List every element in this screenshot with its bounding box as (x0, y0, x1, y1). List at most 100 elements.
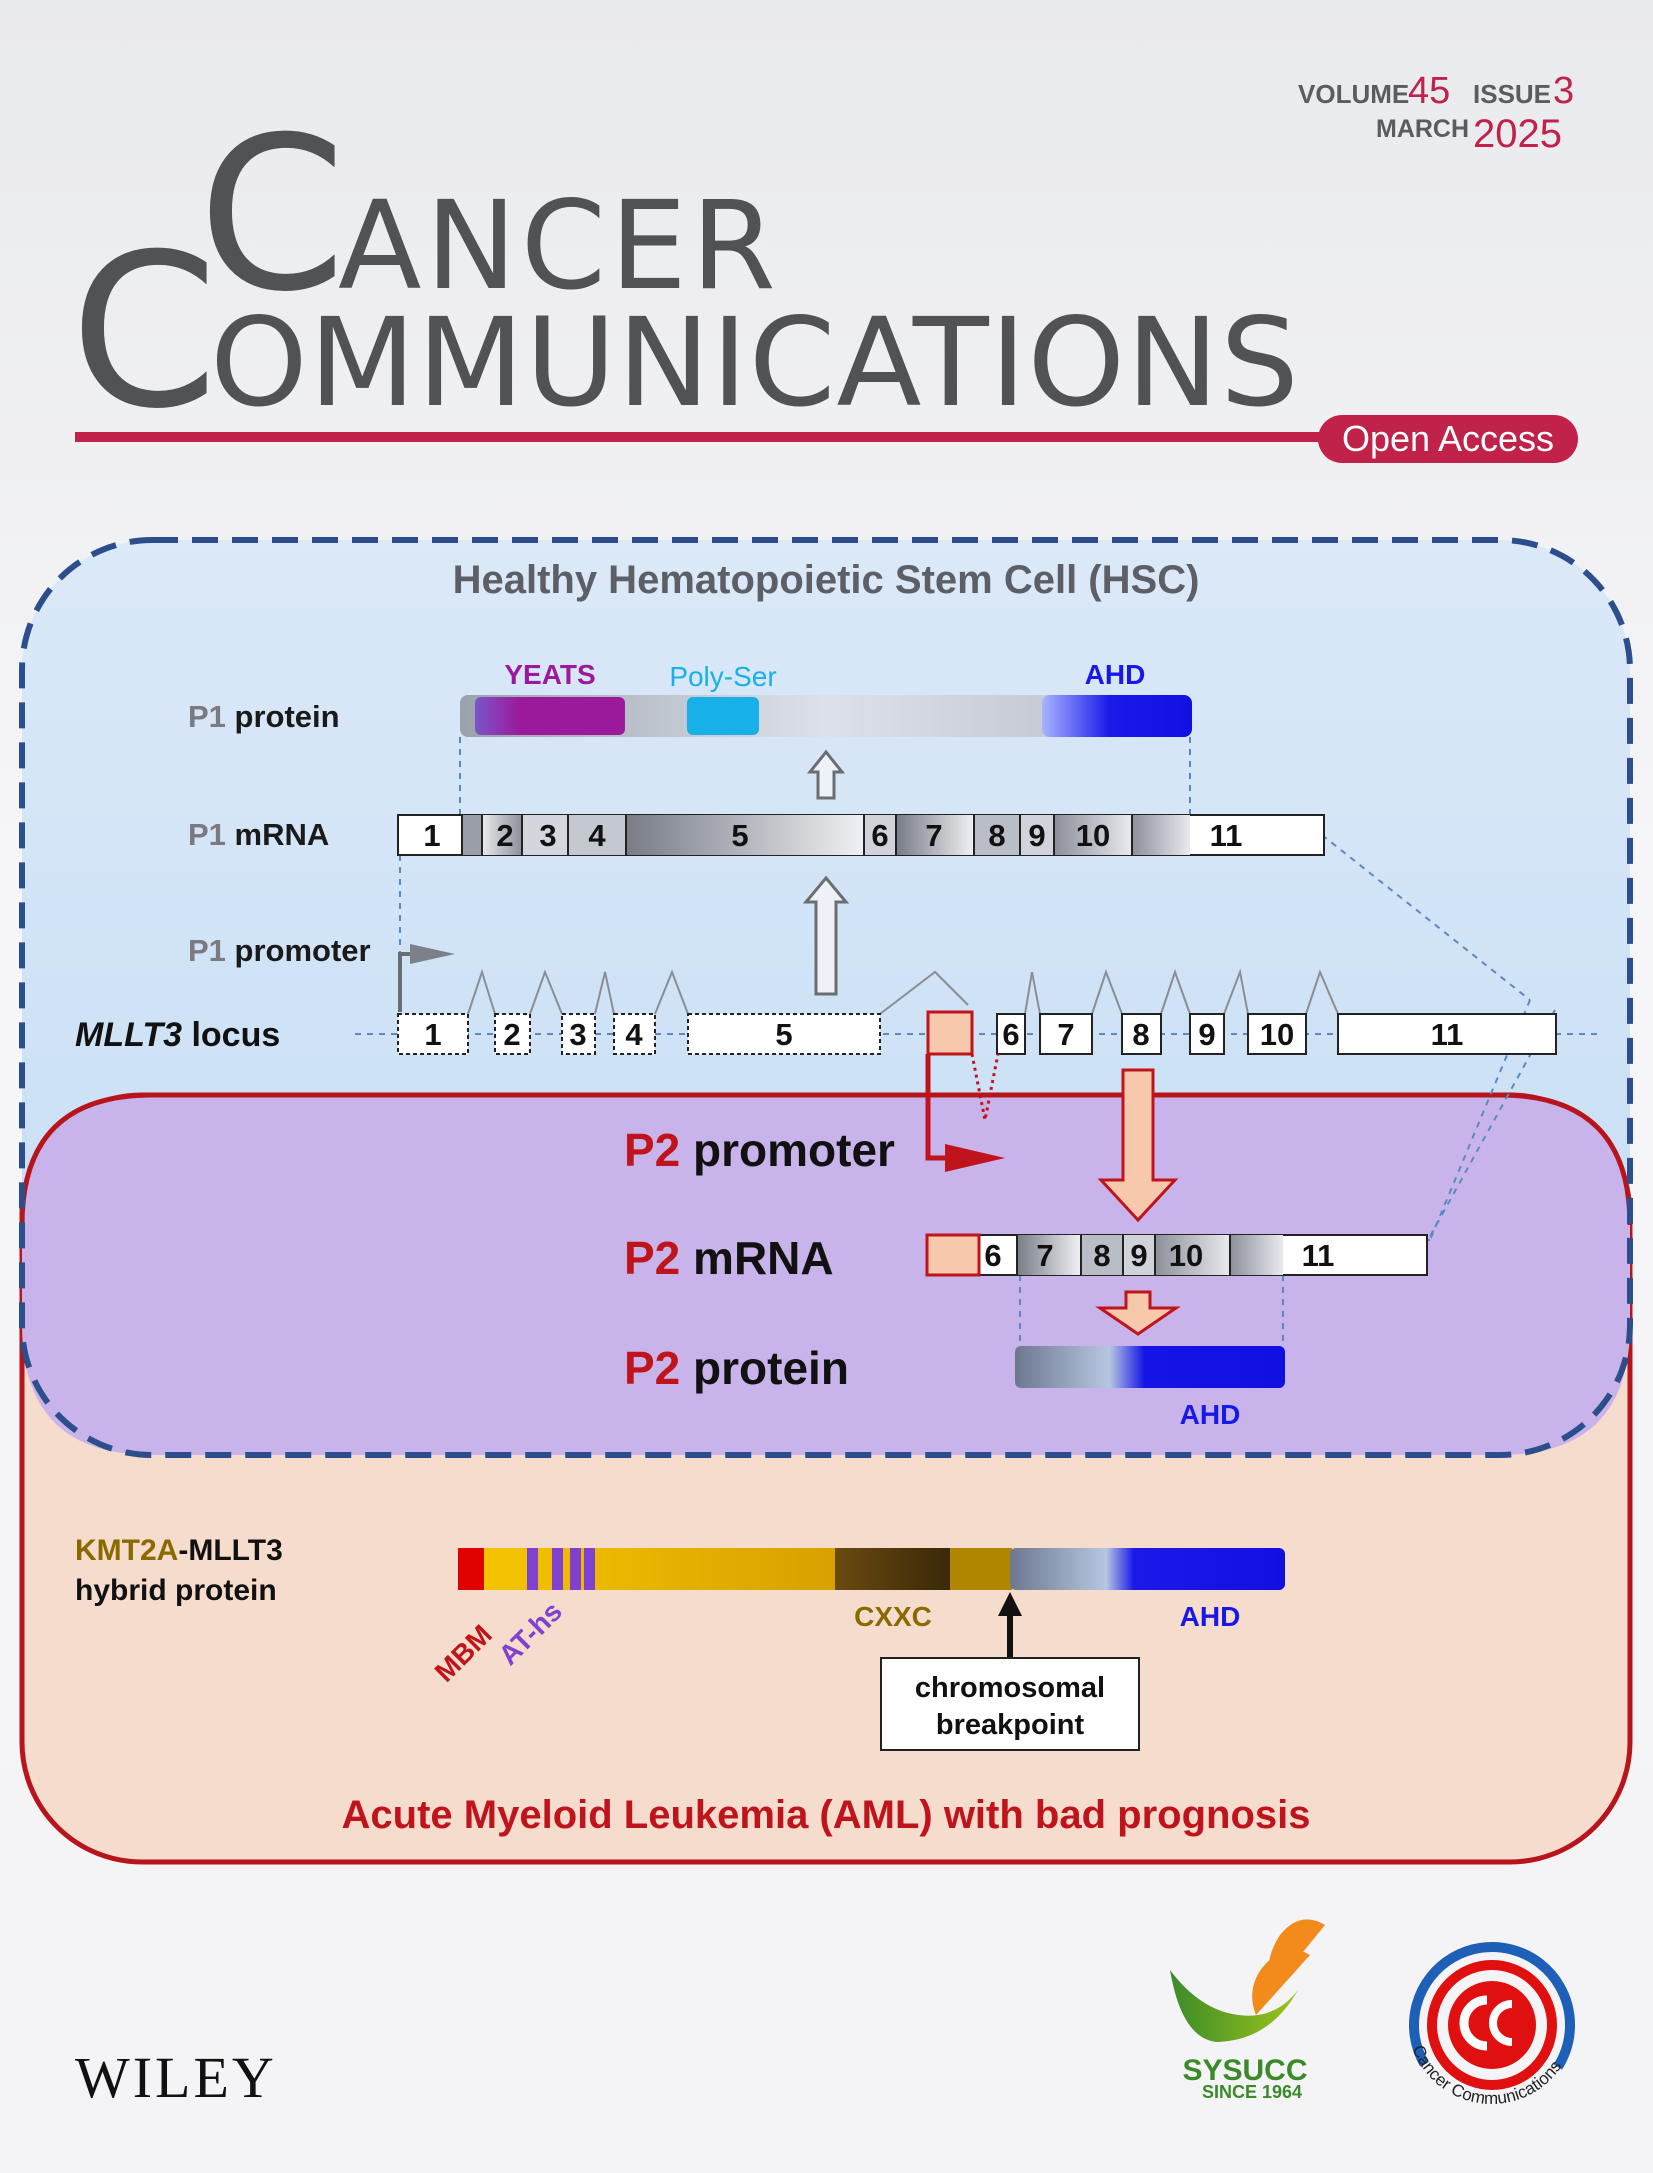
cc-letter-1 (1459, 1995, 1488, 2051)
title-rule (75, 432, 1335, 442)
locus-exon: 1 (424, 1017, 441, 1052)
open-access-label: Open Access (1342, 418, 1554, 459)
p1-mrna-exon10b-fill (1132, 815, 1190, 855)
p1-mrna-exon-labels: 1 2 3 4 5 6 7 8 9 10 11 (423, 818, 1242, 853)
hybrid-protein-label-line2: hybrid protein (75, 1574, 277, 1607)
ahd-label-aml: AHD (1180, 1601, 1241, 1632)
volume-number: 45 (1408, 70, 1450, 112)
locus-exon: 8 (1132, 1017, 1149, 1052)
cxxc-domain (835, 1548, 950, 1590)
p2-mrna-exon: 9 (1130, 1238, 1147, 1273)
p2-mrna-exon-labels: 6 7 8 9 10 11 (984, 1238, 1334, 1273)
sysucc-flame-2 (1252, 1949, 1310, 2015)
p1-mrna: 1 2 3 4 5 6 7 8 9 10 11 (397, 814, 1325, 856)
issue-number: 3 (1553, 70, 1574, 112)
issue-label: ISSUE (1473, 79, 1551, 109)
cc-letter-2 (1489, 2000, 1513, 2046)
locus-exon: 5 (775, 1017, 792, 1052)
year: 2025 (1473, 112, 1562, 156)
volume-label: VOLUME (1298, 79, 1409, 109)
p2-mrna-dividers (1016, 1235, 1231, 1275)
kmt2a-tail (950, 1548, 1012, 1590)
aml-title: Acute Myeloid Leukemia (AML) with bad pr… (342, 1793, 1311, 1837)
p1-mrna-exon10-fill (1054, 815, 1132, 855)
p1-mrna-exon: 8 (988, 818, 1005, 853)
p1-protein-bar (460, 695, 1190, 737)
p2-mrna-exon9-fill (1123, 1235, 1155, 1275)
p2-promoter-line (925, 1054, 950, 1161)
p1-mrna-exon: 2 (496, 818, 513, 853)
p2-promoter-label: P2 promoter (624, 1124, 895, 1176)
locus-exon-boxes (397, 1013, 881, 1055)
locus-exons: 1 2 3 4 5 6 7 8 9 10 11 (397, 1010, 1557, 1056)
p2-mrna: 6 7 8 9 10 11 (925, 1233, 1428, 1277)
p1-promoter-arrowhead (410, 944, 455, 964)
p2-ahd-label: AHD (1180, 1399, 1241, 1430)
p2-splice (970, 1053, 1000, 1121)
yeats-domain (475, 697, 625, 735)
locus-exon-boxes-solid (996, 1013, 1557, 1055)
p2-mrna-exon10-fill (1155, 1235, 1230, 1275)
p2-transcription-arrow (1097, 1068, 1179, 1223)
breakpoint-arrowhead (998, 1592, 1022, 1616)
p2-mrna-exon: 11 (1302, 1238, 1335, 1273)
p1-mrna-exon6-fill (864, 815, 896, 855)
p1-mrna-exon: 7 (925, 818, 942, 853)
month: MARCH (1376, 115, 1469, 143)
p1-mrna-exon: 4 (588, 818, 606, 853)
connector-lines (399, 737, 1556, 1345)
polyser-label: Poly-Ser (669, 661, 776, 692)
translation-arrow-small (806, 749, 846, 800)
breakpoint-box (880, 1657, 1140, 1751)
p1-mrna-exon9-fill (1020, 815, 1054, 855)
p1-mrna-exon: 6 (871, 818, 888, 853)
at-hook (527, 1548, 538, 1590)
at-hook (584, 1548, 595, 1590)
ahd-label-p1: AHD (1085, 659, 1146, 690)
open-access-badge (1318, 415, 1578, 463)
title-cancer-rest: ANCER (338, 175, 780, 317)
p1-mrna-exon5-fill (626, 815, 864, 855)
cc-logo: Cancer Communications (1409, 1942, 1575, 2108)
p2-mrna-alt-exon (925, 1233, 981, 1277)
locus-exon: 6 (1002, 1017, 1019, 1052)
title-communications-rest: OMMUNICATIONS (210, 292, 1300, 434)
transcription-arrow (802, 875, 850, 996)
p1-protein-label: P1 protein (188, 699, 340, 734)
p2-mrna-exon: 7 (1036, 1238, 1053, 1273)
p1-mrna-exon4-fill (568, 815, 626, 855)
sysucc-leaf (1170, 1970, 1298, 2042)
p2-mrna-exon8-fill (1081, 1235, 1123, 1275)
masthead: VOLUME 45 ISSUE 3 MARCH 2025 C ANCER C O… (70, 70, 1578, 463)
hsc-title: Healthy Hematopoietic Stem Cell (HSC) (453, 558, 1200, 602)
p1-mrna-shade-a (462, 815, 482, 855)
title-communications-initial: C (70, 208, 218, 455)
at-hook (570, 1548, 581, 1590)
p1-mrna-exon: 11 (1210, 818, 1243, 853)
hybrid-protein-label: KMT2A-MLLT3 (75, 1534, 283, 1567)
locus-exon: 2 (503, 1017, 520, 1052)
p2-mrna-exon: 8 (1093, 1238, 1110, 1273)
locus-exon: 7 (1057, 1017, 1074, 1052)
p1-promoter-label: P1 promoter (188, 933, 371, 968)
title-cancer-initial: C (198, 91, 346, 338)
p2-mrna-label: P2 mRNA (624, 1232, 834, 1284)
p2-mrna-exon10b-fill (1230, 1235, 1283, 1275)
breakpoint-line2: breakpoint (936, 1709, 1085, 1741)
at-hook (552, 1548, 563, 1590)
cc-inner-ring (1427, 1960, 1557, 2090)
aml-panel-top-edge (19, 1092, 1633, 1226)
sysucc-logo: SYSUCC SINCE 1964 (1170, 1919, 1325, 2102)
sysucc-since: SINCE 1964 (1202, 2082, 1302, 2102)
p1-mrna-dividers (461, 815, 1133, 855)
p1-mrna-exon: 9 (1028, 818, 1045, 853)
p1-mrna-label: P1 mRNA (188, 817, 329, 852)
p1-mrna-exon2-fill (482, 815, 522, 855)
wiley-logo: WILEY (75, 2045, 277, 2110)
p1-mrna-exon3-fill (522, 815, 568, 855)
p2-mrna-exon7-fill (1017, 1235, 1081, 1275)
ahd-domain-p1 (1042, 695, 1192, 737)
p1-mrna-exon7-fill (896, 815, 974, 855)
sysucc-name: SYSUCC (1182, 2054, 1307, 2087)
